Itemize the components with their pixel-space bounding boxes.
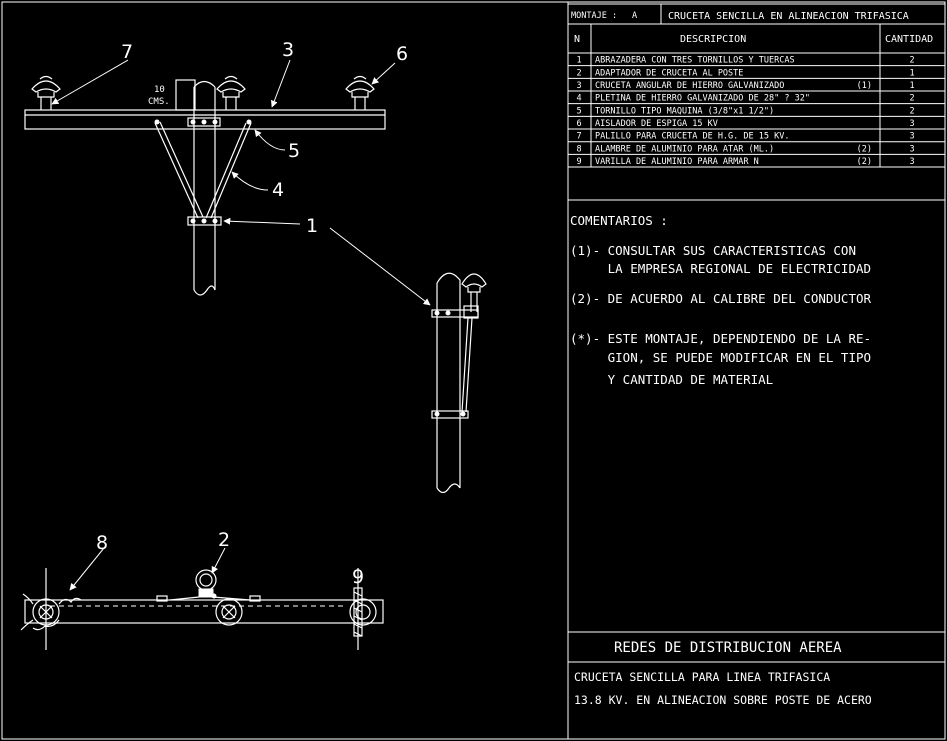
row-quantity: 3: [909, 157, 914, 167]
row-number: 6: [576, 119, 581, 129]
callout-8: 8: [96, 532, 108, 554]
comments-block: COMENTARIOS : (1)- CONSULTAR SUS CARACTE…: [570, 213, 871, 387]
callout-4: 4: [272, 179, 284, 201]
comment-line: LA EMPRESA REGIONAL DE ELECTRICIDAD: [570, 261, 871, 276]
row-number: 3: [576, 81, 581, 91]
pole-top-block: [175, 79, 196, 111]
row-number: 9: [576, 157, 581, 167]
row-description: PLETINA DE HIERRO GALVANIZADO DE 28" ? 3…: [595, 94, 810, 104]
row-number: 4: [576, 94, 581, 104]
comment-line: (1)- CONSULTAR SUS CARACTERISTICAS CON: [570, 243, 856, 258]
crossarm-angle: [24, 109, 386, 130]
title-block: REDES DE DISTRIBUCION AEREA CRUCETA SENC…: [574, 640, 872, 707]
materials-table: MONTAJE : A CRUCETA SENCILLA EN ALINEACI…: [567, 3, 946, 168]
dimension-unit: CMS.: [148, 97, 170, 107]
row-number: 2: [576, 68, 581, 78]
row-quantity: 2: [909, 56, 914, 66]
crossarm-adapter: [187, 117, 221, 127]
row-description: CRUCETA ANGULAR DE HIERRO GALVANIZADO: [595, 81, 784, 91]
pin-insulator: [345, 75, 375, 110]
montaje-value: A: [632, 11, 637, 21]
comment-line: (2)- DE ACUERDO AL CALIBRE DEL CONDUCTOR: [570, 291, 871, 306]
row-note: (2): [857, 144, 872, 154]
brace-left: [154, 121, 204, 219]
comment-line: Y CANTIDAD DE MATERIAL: [570, 372, 773, 387]
steel-pole: [193, 80, 216, 290]
side-elevation-view: [431, 272, 487, 494]
comment-line: (*)- ESTE MONTAJE, DEPENDIENDO DE LA RE-: [570, 331, 871, 346]
comment-line: GION, SE PUEDE MODIFICAR EN EL TIPO: [570, 350, 871, 365]
row-number: 5: [576, 106, 581, 116]
row-description: AISLADOR DE ESPIGA 15 KV: [595, 119, 718, 129]
pin-insulator: [216, 75, 246, 110]
pin-insulator: [31, 75, 61, 110]
pole-clamp-side: [431, 309, 479, 318]
adapter-plan: [156, 569, 261, 602]
row-quantity: 3: [909, 144, 914, 154]
row-number: 8: [576, 144, 581, 154]
title-main: REDES DE DISTRIBUCION AEREA: [614, 640, 842, 656]
row-description: TORNILLO TIPO MAQUINA (3/8"x1 1/2"): [595, 106, 774, 116]
brace-right: [205, 122, 252, 219]
pole-clamp: [187, 216, 222, 226]
row-quantity: 2: [909, 94, 914, 104]
row-description: ADAPTADOR DE CRUCETA AL POSTE: [595, 68, 743, 78]
row-description: ABRAZADERA CON TRES TORNILLOS Y TUERCAS: [595, 56, 795, 66]
row-description: PALILLO PARA CRUCETA DE H.G. DE 15 KV.: [595, 132, 789, 142]
title-line-2: 13.8 KV. EN ALINEACION SOBRE POSTE DE AC…: [574, 693, 872, 707]
column-header-descripcion: DESCRIPCION: [680, 34, 746, 45]
column-header-cantidad: CANTIDAD: [885, 34, 933, 45]
row-quantity: 3: [909, 132, 914, 142]
row-note: (1): [857, 81, 872, 91]
drawing-title: CRUCETA SENCILLA EN ALINEACION TRIFASICA: [668, 11, 909, 22]
row-number: 1: [576, 56, 581, 66]
callout-6: 6: [396, 43, 408, 65]
row-description: ALAMBRE DE ALUMINIO PARA ATAR (ML.): [595, 144, 774, 154]
plan-view: 8 2 9: [20, 529, 384, 650]
steel-pole-side: [436, 272, 461, 488]
callout-7: 7: [121, 41, 133, 63]
callout-9: 9: [352, 566, 364, 588]
callout-2: 2: [218, 529, 230, 551]
montaje-label: MONTAJE :: [571, 11, 617, 21]
row-quantity: 1: [909, 81, 914, 91]
dimension-value: 10: [154, 85, 165, 95]
front-elevation-view: 10 CMS. 7 3 6 5 4 1: [24, 39, 431, 306]
callout-3: 3: [282, 39, 294, 61]
row-number: 7: [576, 132, 581, 142]
row-description: VARILLA DE ALUMINIO PARA ARMAR N: [595, 157, 759, 167]
callout-1: 1: [306, 215, 318, 237]
row-note: (2): [857, 157, 872, 167]
row-quantity: 3: [909, 119, 914, 129]
row-quantity: 1: [909, 68, 914, 78]
comments-heading: COMENTARIOS :: [570, 213, 668, 228]
column-header-n: N: [574, 34, 580, 45]
title-line-1: CRUCETA SENCILLA PARA LINEA TRIFASICA: [574, 670, 830, 684]
crossarm-plan: [24, 599, 384, 624]
callout-5: 5: [288, 140, 300, 162]
row-quantity: 2: [909, 106, 914, 116]
